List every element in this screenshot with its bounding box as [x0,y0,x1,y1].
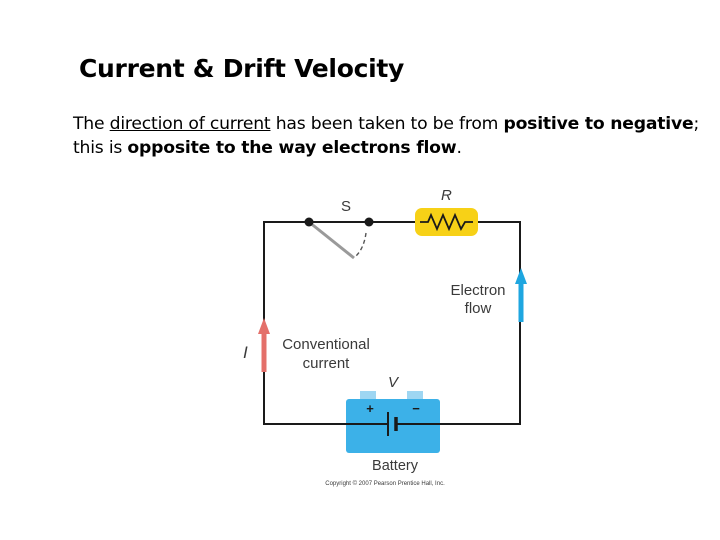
electron-arrow-shaft [518,282,524,322]
text-segment: ; [693,114,700,134]
text-segment: The [73,114,110,134]
voltage-label: V [388,374,400,391]
resistor-zigzag [420,212,473,232]
text-underlined-direction-of-current: direction of current [109,114,271,134]
conventional-arrow-head [258,318,270,334]
resistor: R [415,187,478,236]
electron-flow-label-line1: Electron [450,282,505,299]
battery-terminal-positive [360,391,376,401]
electron-flow-arrow: Electron flow [450,268,527,322]
text-bold-positive-to-negative: positive to negative [503,114,694,134]
slide-paragraph: The direction of current has been taken … [73,112,713,160]
wire-left [263,221,346,425]
current-symbol: I [243,343,248,362]
battery-minus-sign: − [412,401,420,416]
text-segment: has been taken to be from [270,114,504,134]
conventional-current-label-line1: Conventional [282,336,370,353]
battery-terminal-negative [407,391,423,401]
text-segment: . [456,138,462,158]
slide-title: Current & Drift Velocity [79,54,405,83]
text-bold-opposite-electrons: opposite to the way electrons flow [127,138,457,158]
switch-label: S [341,198,351,215]
electron-flow-label-line2: flow [465,300,492,317]
switch-terminal-left [304,217,314,227]
switch-terminal-right [364,217,374,227]
electron-arrow-head [515,268,527,284]
resistor-label: R [441,187,452,204]
circuit-wires [263,221,521,425]
battery-plus-sign: + [366,401,374,416]
text-segment: this is [73,138,128,158]
copyright-text: Copyright © 2007 Pearson Prentice Hall, … [325,480,445,487]
wire-right [440,221,521,425]
conventional-current-arrow: Conventional current I [243,318,370,372]
conventional-current-label-line2: current [303,355,351,372]
switch-motion-arc [355,232,367,257]
battery-label: Battery [372,458,419,474]
switch-blade [308,220,355,260]
switch: S [304,198,374,260]
battery-body [346,399,440,453]
battery: V + − Battery [346,374,440,474]
conventional-arrow-shaft [261,332,267,372]
